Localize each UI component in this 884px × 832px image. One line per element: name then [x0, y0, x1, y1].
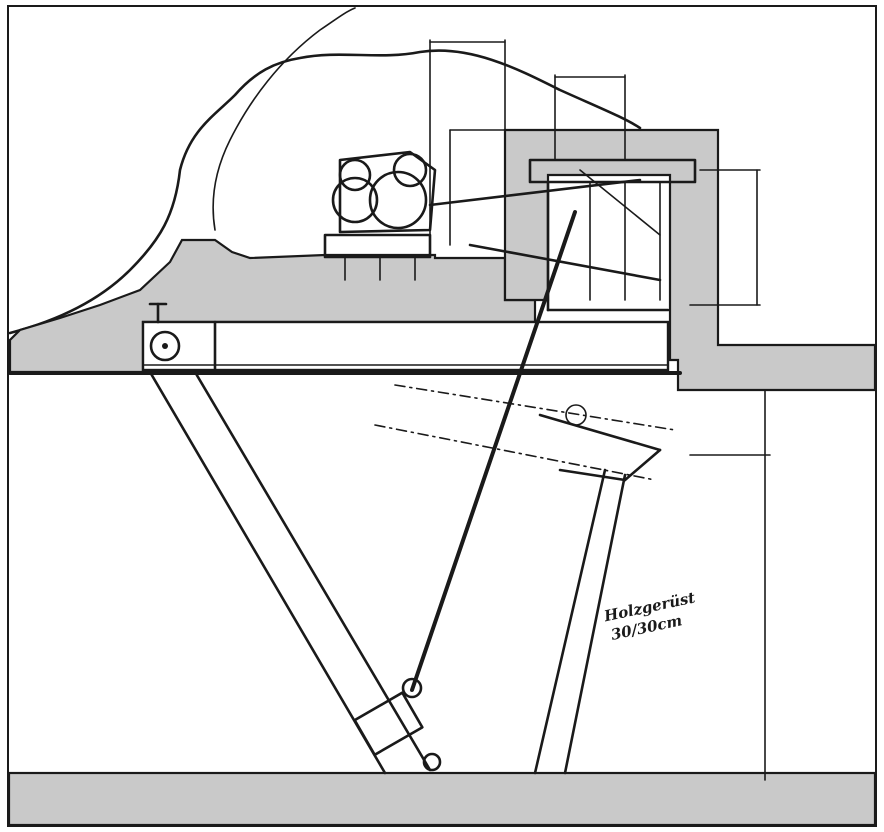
- dimension-lines: [429, 39, 771, 781]
- main-beam: [141, 320, 670, 372]
- tension-cable: [410, 210, 577, 692]
- cable-lower: [468, 243, 662, 282]
- drawing-border: [7, 5, 877, 827]
- rock-outline: [8, 49, 642, 335]
- ground-slab: [7, 771, 877, 827]
- cable-upper: [428, 178, 642, 207]
- pulley-wheel: [149, 330, 181, 362]
- cable-anchor: [401, 677, 423, 699]
- pulley-axle: [162, 343, 168, 349]
- guide-line-1: [394, 384, 676, 431]
- winch-machine: [323, 150, 437, 281]
- rock-outline-upper: [212, 7, 356, 231]
- right-strut: [533, 404, 662, 775]
- guide-line-2: [374, 424, 656, 481]
- diagonal-leg: [148, 370, 442, 775]
